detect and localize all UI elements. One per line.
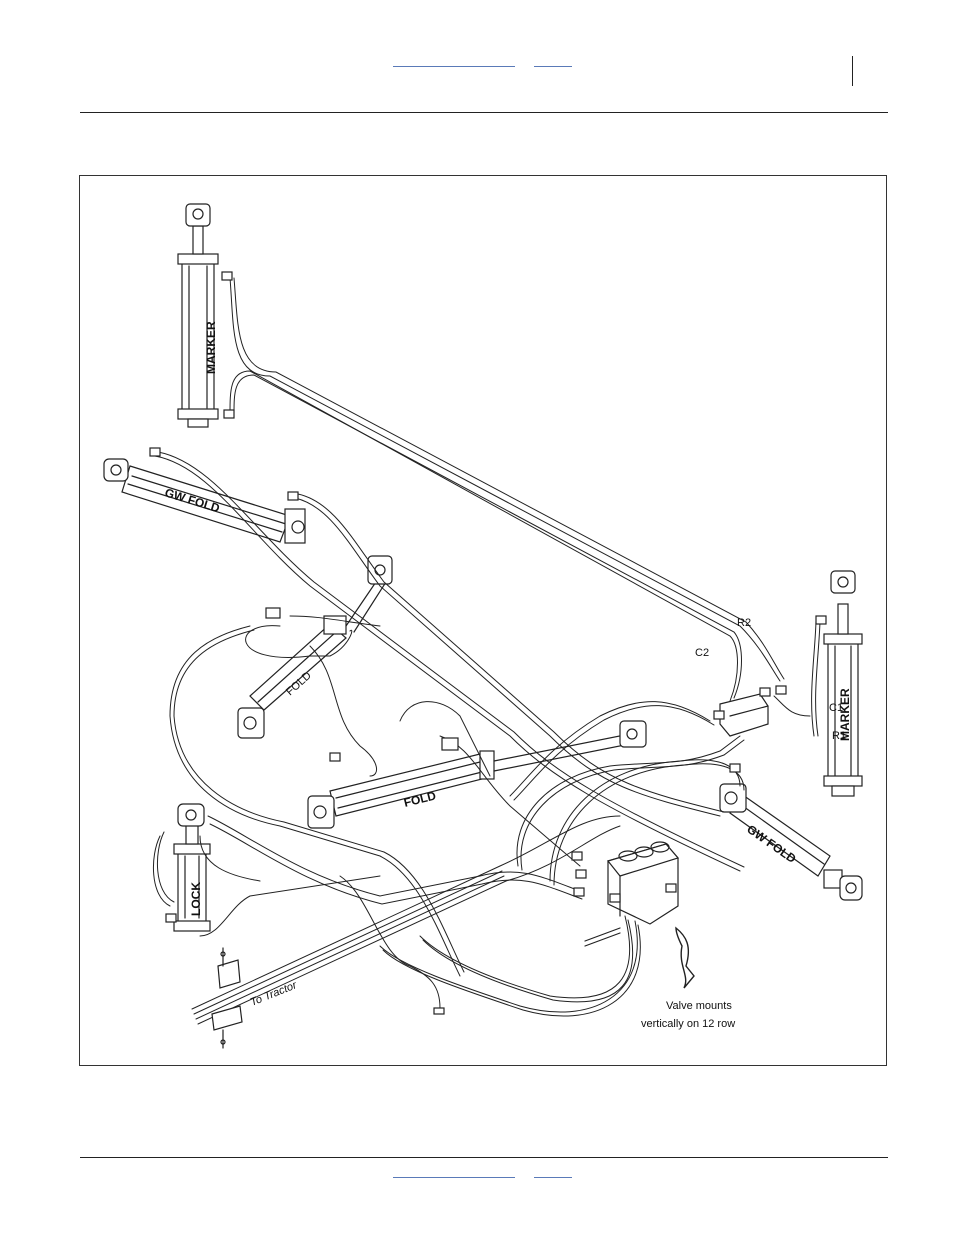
hydraulic-diagram: MARKER MARKER GW FOLD GW FOLD FOLD FOLD … <box>80 176 886 1065</box>
port-label-c1: C1 <box>829 702 843 714</box>
header-link-title[interactable] <box>393 66 515 67</box>
valve-note-arrow <box>676 928 694 988</box>
page-side-mark <box>852 56 853 86</box>
footer-link-title[interactable] <box>393 1177 515 1178</box>
port-label-c2: C2 <box>695 647 709 659</box>
header-rule <box>80 112 888 113</box>
lock-label: LOCK <box>189 882 203 916</box>
to-tractor-label: To Tractor <box>249 979 300 1009</box>
small-valve-block <box>720 694 768 736</box>
valve-note-line1: Valve mounts <box>666 1000 732 1012</box>
marker-top-label: MARKER <box>204 321 218 374</box>
valve-block <box>585 842 678 946</box>
gw-fold-cylinder-right <box>720 784 862 900</box>
marker-cylinder-right <box>824 571 862 796</box>
footer-rule <box>80 1157 888 1158</box>
valve-note-line2: vertically on 12 row <box>641 1018 735 1030</box>
header-link-page[interactable] <box>534 66 572 67</box>
hose-fittings <box>150 272 826 1014</box>
footer-link-page[interactable] <box>534 1177 572 1178</box>
port-label-r2: R2 <box>737 617 751 629</box>
marker-cylinder-top <box>178 204 218 427</box>
port-label-r1: R1 <box>832 730 846 742</box>
hydraulic-hoses <box>153 278 820 1024</box>
hydraulic-diagram-frame: MARKER MARKER GW FOLD GW FOLD FOLD FOLD … <box>79 175 887 1066</box>
